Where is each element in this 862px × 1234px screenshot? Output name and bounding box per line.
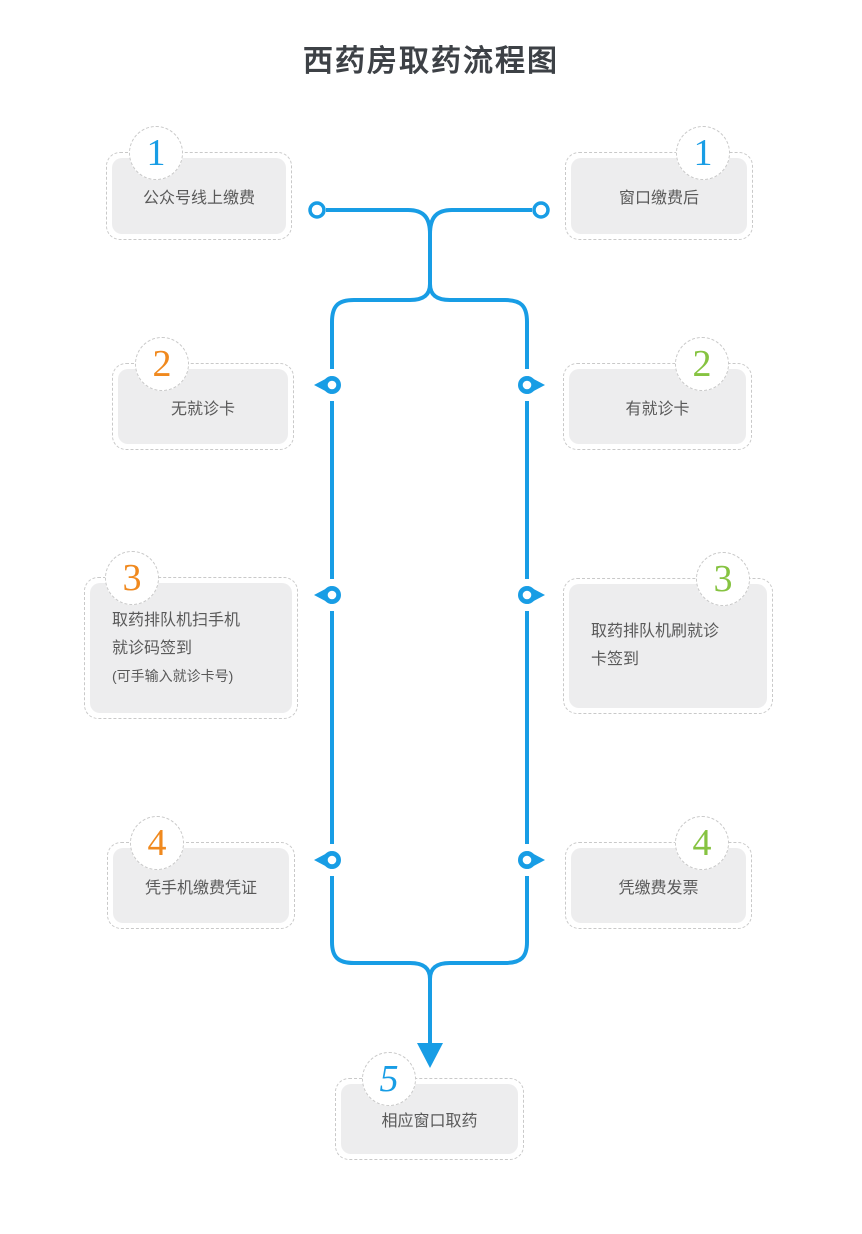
step-label: 凭缴费发票 <box>618 879 699 897</box>
step-box-mobile-voucher: 4 凭手机缴费凭证 <box>107 816 295 929</box>
step-number-badge: 2 <box>675 337 729 391</box>
branch-marker-right-icon <box>518 851 545 869</box>
step-box-scan-qr-signin: 3 取药排队机扫手机 就诊码签到 (可手输入就诊卡号) <box>84 551 298 719</box>
step-box-payment-invoice: 4 凭缴费发票 <box>565 816 752 929</box>
step-number-badge: 4 <box>130 816 184 870</box>
step-number: 3 <box>713 558 733 600</box>
step-box-online-payment: 1 公众号线上缴费 <box>106 126 292 240</box>
step-label: 取药排队机扫手机 就诊码签到 (可手输入就诊卡号) <box>112 612 241 684</box>
step-label: 窗口缴费后 <box>618 190 699 207</box>
branch-marker-right-icon <box>518 586 545 604</box>
step-box-has-card: 2 有就诊卡 <box>563 337 752 450</box>
step-box-swipe-card-signin: 3 取药排队机刷就诊 卡签到 <box>563 552 773 714</box>
split-line-left <box>330 283 432 369</box>
step-box-pickup-window: 5 相应窗口取药 <box>335 1052 524 1160</box>
merge-line-left <box>326 208 432 288</box>
step-label: 凭手机缴费凭证 <box>144 879 257 897</box>
branch-marker-left-icon <box>314 851 341 869</box>
split-line-right <box>428 283 529 369</box>
step-number-badge: 1 <box>129 126 183 180</box>
branch-marker-left-icon <box>314 376 341 394</box>
step-number-badge: 4 <box>675 816 729 870</box>
step-number-badge: 2 <box>135 337 189 391</box>
step-number: 1 <box>146 132 166 174</box>
step-number: 4 <box>147 822 167 864</box>
page-title: 西药房取药流程图 <box>303 45 559 78</box>
connector-node-icon <box>308 201 326 219</box>
bottom-merge-left <box>330 876 432 1046</box>
step-number: 2 <box>152 343 172 385</box>
step-number-badge: 1 <box>676 126 730 180</box>
step-label: 无就诊卡 <box>170 400 235 418</box>
step-label: 取药排队机刷就诊 卡签到 <box>591 623 720 668</box>
branch-marker-right-icon <box>518 376 545 394</box>
connector-node-icon <box>532 201 550 219</box>
step-number: 3 <box>122 557 142 599</box>
step-label: 有就诊卡 <box>625 400 690 418</box>
branch-marker-left-icon <box>314 586 341 604</box>
merge-line-right <box>428 208 532 235</box>
step-label: 相应窗口取药 <box>381 1113 478 1130</box>
step-box-no-card: 2 无就诊卡 <box>112 337 294 450</box>
step-number: 5 <box>379 1058 399 1100</box>
step-number-badge: 3 <box>696 552 750 606</box>
step-box-window-payment: 1 窗口缴费后 <box>565 126 753 240</box>
step-number: 2 <box>692 343 712 385</box>
branch-markers <box>314 376 545 1068</box>
step-number: 1 <box>693 132 713 174</box>
step-number-badge: 3 <box>105 551 159 605</box>
step-label: 公众号线上缴费 <box>142 190 255 207</box>
down-arrow-icon <box>417 1043 443 1068</box>
flow-lines <box>308 201 550 1046</box>
bottom-merge-right <box>428 876 529 980</box>
step-number-badge: 5 <box>362 1052 416 1106</box>
step-number: 4 <box>692 822 712 864</box>
